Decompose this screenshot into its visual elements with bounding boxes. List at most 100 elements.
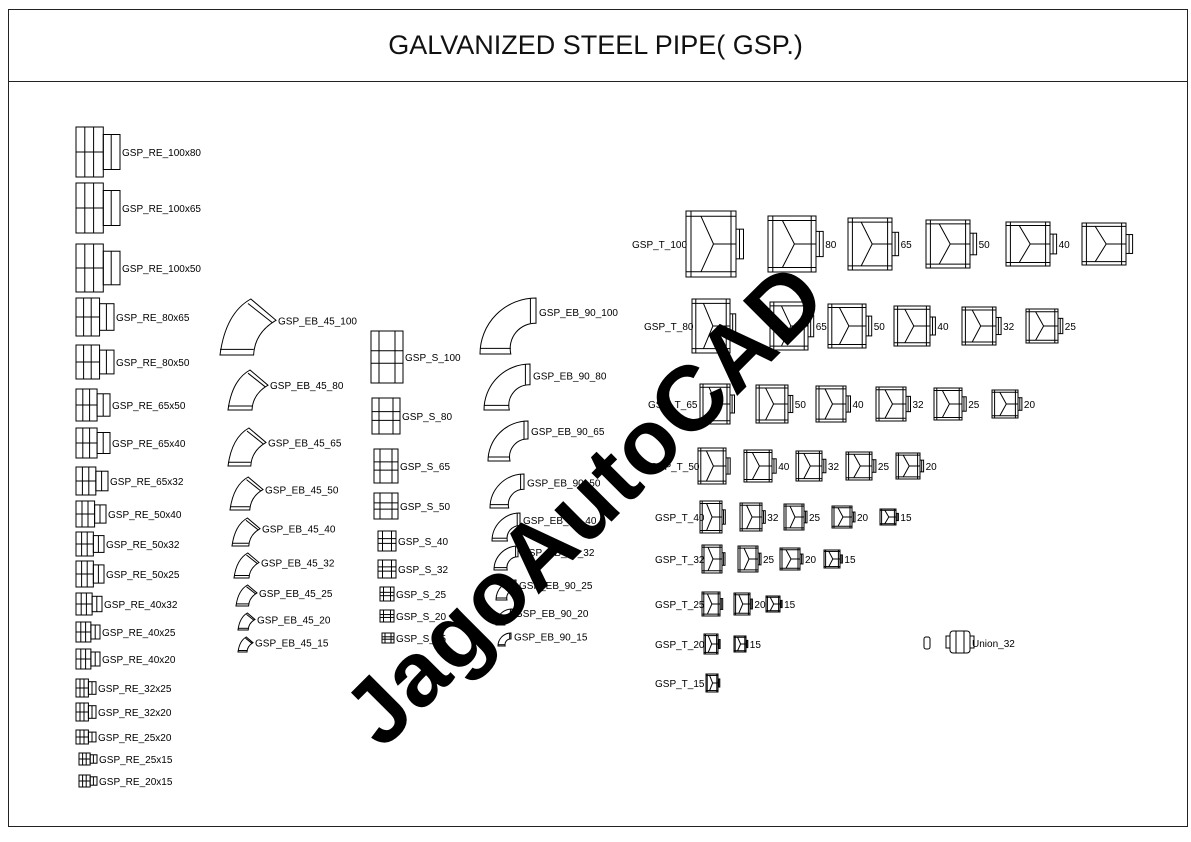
- tee-main-symbol: [701, 591, 724, 617]
- reducer-label: GSP_RE_100x80: [122, 148, 201, 159]
- tee-branch-label: 80: [825, 240, 837, 251]
- reducer-label: GSP_RE_65x50: [112, 401, 186, 412]
- tee-branch-label: 15: [784, 600, 796, 611]
- tee-branch-label: 15: [900, 513, 912, 524]
- reducer-label: GSP_RE_80x65: [116, 313, 190, 324]
- elbow-90-symbol: [495, 608, 513, 626]
- elbow-45-label: GSP_EB_45_20: [257, 615, 331, 626]
- tee-reducing-symbol: [743, 449, 777, 483]
- tee-reducing-symbol: [847, 217, 900, 271]
- elbow-90-symbol: [491, 512, 521, 542]
- reducer-label: GSP_RE_20x15: [99, 777, 173, 788]
- elbow-45-symbol: [235, 584, 258, 607]
- tee-label: GSP_T_65: [648, 400, 698, 411]
- elbow-45-symbol: [227, 427, 267, 467]
- tee-reducing-symbol: [737, 545, 762, 573]
- tee-branch-label: 25: [878, 462, 890, 473]
- tee-main-symbol: [685, 210, 744, 278]
- tee-label: GSP_T_50: [650, 462, 700, 473]
- tee-label: GSP_T_20: [655, 640, 705, 651]
- tee-reducing-symbol: [925, 219, 978, 269]
- tee-reducing-symbol: [991, 389, 1023, 419]
- elbow-45-symbol: [233, 552, 260, 579]
- reducer-label: GSP_RE_25x20: [98, 733, 172, 744]
- tee-reducing-symbol: [827, 303, 873, 349]
- elbow-45-label: GSP_EB_45_50: [265, 486, 339, 497]
- reducer-label: GSP_RE_32x25: [98, 684, 172, 695]
- reducer-label: GSP_RE_80x50: [116, 358, 190, 369]
- tee-reducing-symbol: [733, 592, 753, 616]
- socket-label: GSP_S_50: [400, 502, 450, 513]
- tee-branch-label: 20: [857, 513, 869, 524]
- tee-branch-label: 32: [913, 400, 925, 411]
- reducer-symbol: [75, 678, 97, 698]
- elbow-90-symbol: [479, 297, 537, 355]
- tee-reducing-symbol: [765, 595, 783, 613]
- tee-reducing-symbol: [779, 547, 804, 571]
- tee-branch-label: 15: [844, 555, 856, 566]
- reducer-label: GSP_RE_40x25: [102, 628, 176, 639]
- elbow-45-label: GSP_EB_45_80: [270, 381, 344, 392]
- union-symbol: [923, 630, 975, 654]
- tee-branch-label: 40: [778, 462, 790, 473]
- reducer-symbol: [75, 702, 97, 722]
- reducer-symbol: [78, 752, 98, 766]
- tee-branch-label: 32: [767, 513, 779, 524]
- reducer-label: GSP_RE_100x50: [122, 264, 201, 275]
- reducer-symbol: [75, 427, 111, 459]
- tee-main-symbol: [705, 673, 721, 693]
- elbow-90-symbol: [495, 579, 517, 601]
- tee-branch-label: 25: [968, 400, 980, 411]
- tee-reducing-symbol: [733, 635, 749, 653]
- tee-reducing-symbol: [739, 502, 766, 532]
- tee-reducing-symbol: [961, 306, 1002, 346]
- socket-label: GSP_S_40: [398, 537, 448, 548]
- reducer-symbol: [75, 126, 121, 178]
- title-band: [8, 9, 1188, 82]
- socket-symbol: [370, 330, 404, 384]
- socket-label: GSP_S_65: [400, 462, 450, 473]
- socket-label: GSP_S_32: [398, 565, 448, 576]
- reducer-symbol: [75, 243, 121, 293]
- reducer-label: GSP_RE_40x32: [104, 600, 178, 611]
- tee-reducing-symbol: [875, 386, 911, 422]
- tee-branch-label: 50: [795, 400, 807, 411]
- reducer-label: GSP_RE_25x15: [99, 755, 173, 766]
- elbow-45-symbol: [229, 476, 264, 511]
- tee-branch-label: 32: [1003, 322, 1015, 333]
- tee-branch-label: 40: [937, 322, 949, 333]
- elbow-90-symbol: [489, 473, 525, 509]
- socket-symbol: [381, 632, 395, 644]
- reducer-label: GSP_RE_65x40: [112, 439, 186, 450]
- socket-symbol: [377, 530, 397, 552]
- tee-branch-label: 65: [901, 240, 913, 251]
- reducer-symbol: [75, 729, 97, 745]
- socket-symbol: [379, 586, 395, 602]
- reducer-label: GSP_RE_50x40: [108, 510, 182, 521]
- socket-label: GSP_S_25: [396, 590, 446, 601]
- elbow-90-label: GSP_EB_90_20: [515, 609, 589, 620]
- socket-label: GSP_S_15: [396, 634, 446, 645]
- elbow-90-symbol: [483, 363, 531, 411]
- elbow-90-label: GSP_EB_90_40: [523, 516, 597, 527]
- tee-main-symbol: [691, 298, 737, 354]
- socket-symbol: [379, 609, 395, 623]
- tee-branch-label: 65: [816, 322, 828, 333]
- elbow-45-symbol: [237, 612, 256, 631]
- tee-branch-label: 25: [809, 513, 821, 524]
- elbow-45-symbol: [227, 369, 269, 411]
- elbow-90-label: GSP_EB_90_100: [539, 308, 618, 319]
- elbow-45-label: GSP_EB_45_15: [255, 639, 329, 650]
- elbow-90-label: GSP_EB_90_80: [533, 372, 607, 383]
- tee-branch-label: 50: [979, 240, 991, 251]
- elbow-45-label: GSP_EB_45_32: [261, 559, 335, 570]
- reducer-symbol: [75, 344, 115, 380]
- tee-reducing-symbol: [893, 305, 936, 347]
- socket-symbol: [371, 397, 401, 435]
- tee-branch-label: 25: [1065, 322, 1077, 333]
- reducer-label: GSP_RE_50x25: [106, 570, 180, 581]
- tee-branch-label: 25: [763, 555, 775, 566]
- tee-main-symbol: [699, 383, 735, 425]
- elbow-45-symbol: [237, 636, 254, 653]
